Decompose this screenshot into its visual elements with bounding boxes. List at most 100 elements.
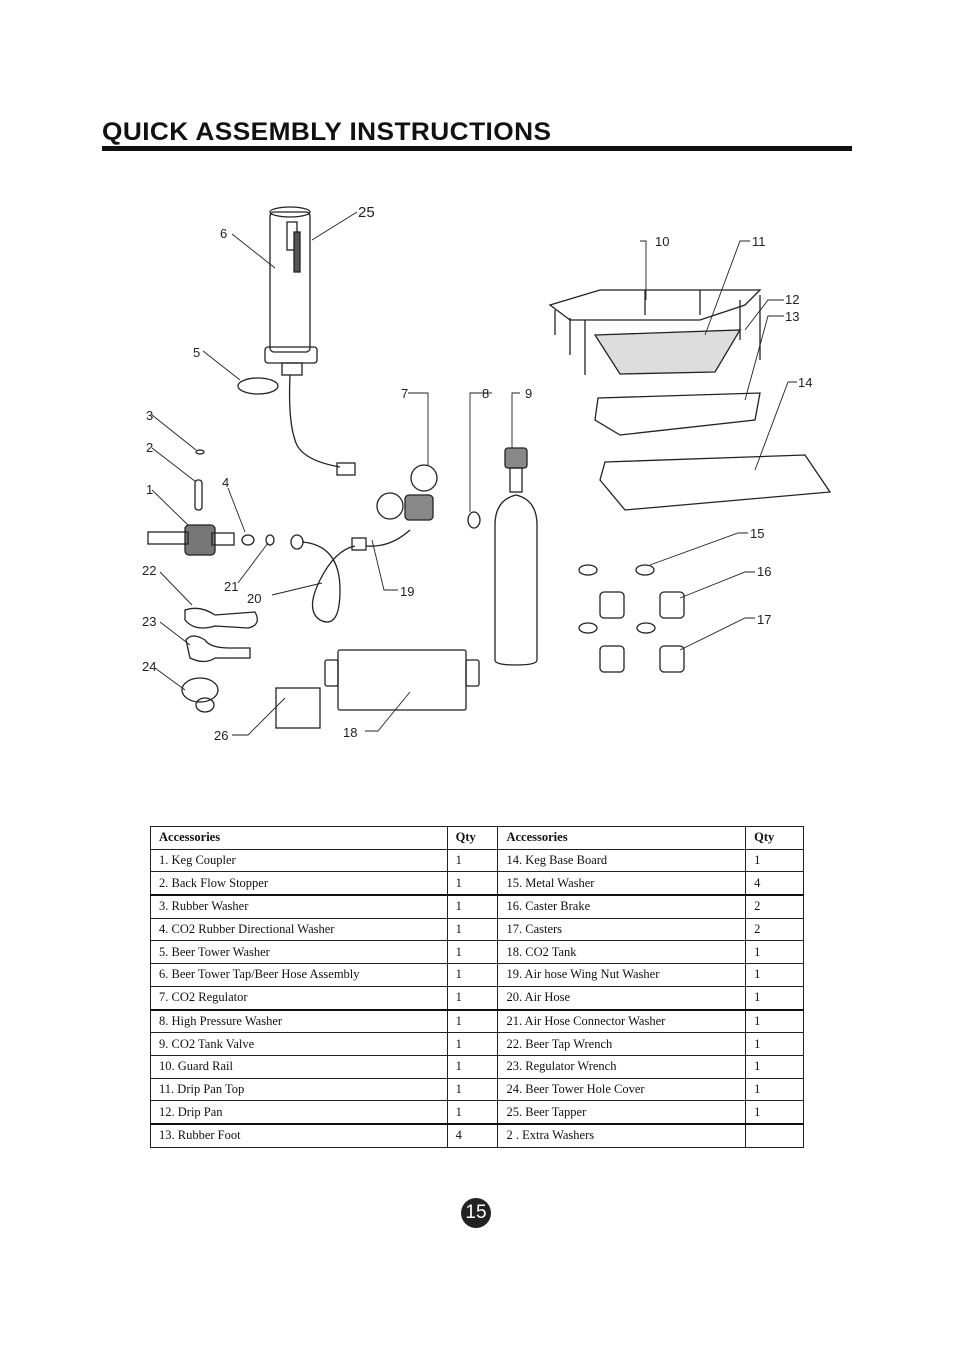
table-cell: 1 <box>446 1100 499 1125</box>
accessories-table: Accessories Qty Accessories Qty 1. Keg C… <box>150 826 804 1148</box>
callout-3: 3 <box>146 408 153 423</box>
extra-washers-pad-illustration <box>275 687 321 729</box>
callout-10: 10 <box>655 234 669 249</box>
table-cell: 7. CO2 Regulator <box>150 985 448 1011</box>
table-cell: 1 <box>745 1008 804 1034</box>
table-cell: 17. Casters <box>497 917 747 942</box>
table-cell: 1 <box>446 1054 499 1079</box>
table-cell: 23. Regulator Wrench <box>497 1054 747 1079</box>
callout-1: 1 <box>146 482 153 497</box>
table-cell: 3. Rubber Washer <box>150 894 448 919</box>
callout-19: 19 <box>400 584 414 599</box>
table-cell: 2 . Extra Washers <box>497 1122 747 1148</box>
co2-tank-illustration <box>494 447 538 666</box>
callout-20: 20 <box>247 591 261 606</box>
table-cell: 1 <box>745 940 804 965</box>
air-hose-illustration <box>301 541 356 623</box>
callout-15: 15 <box>750 526 764 541</box>
table-cell: 4. CO2 Rubber Directional Washer <box>150 917 448 942</box>
table-cell: 14. Keg Base Board <box>497 848 747 873</box>
table-cell: 12. Drip Pan <box>150 1100 448 1125</box>
callout-8: 8 <box>482 386 489 401</box>
callout-23: 23 <box>142 614 156 629</box>
callout-7: 7 <box>401 386 408 401</box>
casters-illustration <box>578 564 685 673</box>
header-accessories-right: Accessories <box>497 826 747 850</box>
callout-5: 5 <box>193 345 200 360</box>
callout-9: 9 <box>525 386 532 401</box>
table-cell: 13. Rubber Foot <box>150 1122 448 1148</box>
table-header-row: Accessories Qty Accessories Qty <box>150 826 804 850</box>
table-cell: 1 <box>745 1032 804 1056</box>
table-cell: 1 <box>446 848 499 873</box>
table-cell: 1 <box>446 917 499 942</box>
table-cell: 1 <box>745 1077 804 1102</box>
header-qty-left: Qty <box>446 826 499 850</box>
table-cell: 8. High Pressure Washer <box>150 1008 448 1034</box>
table-cell <box>745 1122 804 1148</box>
callout-11: 11 <box>752 234 766 249</box>
callout-4: 4 <box>222 475 229 490</box>
table-cell: 2 <box>745 894 804 919</box>
header-qty-right: Qty <box>745 826 804 850</box>
table-cell: 1 <box>446 985 499 1011</box>
beer-tower-hole-cover-illustration <box>181 677 219 713</box>
table-cell: 22. Beer Tap Wrench <box>497 1032 747 1056</box>
callout-13: 13 <box>785 309 799 324</box>
table-cell: 9. CO2 Tank Valve <box>150 1032 448 1056</box>
table-cell: 11. Drip Pan Top <box>150 1077 448 1102</box>
callout-numbers: 1 2 3 4 5 6 7 8 9 10 11 12 13 14 15 16 1… <box>142 204 812 743</box>
table-cell: 1 <box>745 1100 804 1125</box>
callout-2: 2 <box>146 440 153 455</box>
table-cell: 1 <box>446 894 499 919</box>
table-cell: 16. Caster Brake <box>497 894 747 919</box>
table-cell: 2 <box>745 917 804 942</box>
table-cell: 21. Air Hose Connector Washer <box>497 1008 747 1034</box>
table-cell: 24. Beer Tower Hole Cover <box>497 1077 747 1102</box>
table-cell: 1 <box>446 940 499 965</box>
table-cell: 1 <box>446 963 499 987</box>
table-cell: 15. Metal Washer <box>497 871 747 896</box>
page-number-badge: 15 <box>461 1198 491 1228</box>
co2-regulator-illustration <box>351 464 438 551</box>
keg-coupler-illustration <box>147 449 304 556</box>
table-cell: 1 <box>446 1077 499 1102</box>
callout-24: 24 <box>142 659 156 674</box>
guard-rail-illustration <box>548 289 762 375</box>
drip-pan-top-illustration <box>593 329 742 375</box>
table-cell: 1 <box>745 963 804 987</box>
table-cell: 1 <box>446 1032 499 1056</box>
callout-18: 18 <box>343 725 357 740</box>
table-cell: 5. Beer Tower Washer <box>150 940 448 965</box>
callout-16: 16 <box>757 564 771 579</box>
table-cell: 1 <box>446 871 499 896</box>
callout-6: 6 <box>220 226 227 241</box>
callout-21: 21 <box>224 579 238 594</box>
keg-base-board-illustration <box>599 454 832 511</box>
beer-tower-illustration <box>237 206 356 476</box>
table-cell: 4 <box>745 871 804 896</box>
table-cell: 10. Guard Rail <box>150 1054 448 1079</box>
callout-17: 17 <box>757 612 771 627</box>
beer-tap-wrench-illustration <box>184 607 258 629</box>
table-cell: 18. CO2 Tank <box>497 940 747 965</box>
table-cell: 19. Air hose Wing Nut Washer <box>497 963 747 987</box>
table-cell: 1 <box>745 985 804 1011</box>
regulator-wrench-illustration <box>185 635 251 663</box>
exploded-parts-diagram: 1 2 3 4 5 6 7 8 9 10 11 12 13 14 15 16 1… <box>142 204 832 743</box>
drip-pan-illustration <box>594 392 761 436</box>
table-cell: 1 <box>745 848 804 873</box>
table-cell: 1 <box>446 1008 499 1034</box>
